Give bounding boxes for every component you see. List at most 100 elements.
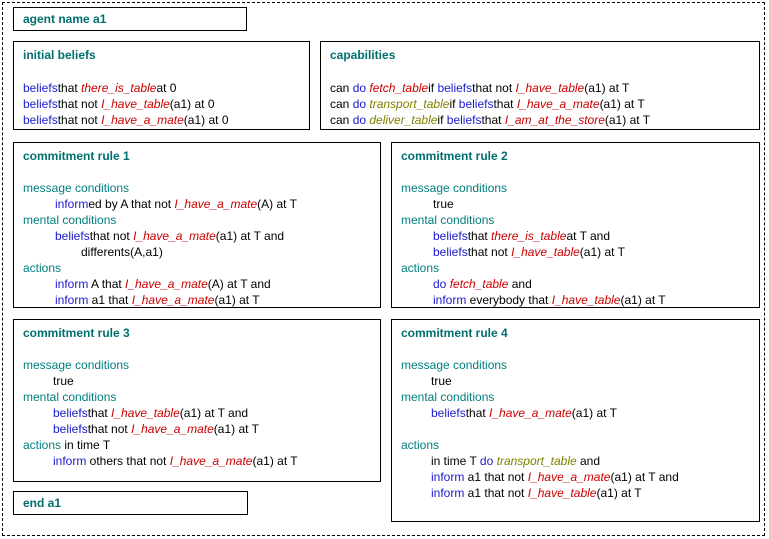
text: that not: [87, 422, 132, 436]
keyword: beliefs: [23, 97, 58, 111]
text: (a1) at T: [599, 97, 645, 111]
keyword: beliefs: [55, 229, 90, 243]
predicate: there_is_table: [491, 229, 567, 243]
section-keyword: message conditions: [23, 181, 130, 195]
commitment-rule-4-title: commitment rule 4: [401, 326, 508, 340]
text: and: [508, 277, 532, 291]
text: a1 that not: [464, 486, 528, 500]
text: if: [449, 97, 459, 111]
text: that: [493, 97, 517, 111]
rule-line: beliefsthat not I_have_table(a1) at T: [433, 244, 625, 260]
rule-line: inform A that I_have_a_mate(A) at T and: [55, 276, 271, 292]
text: (a1) at T: [213, 422, 259, 436]
text: (a1) at 0: [169, 97, 215, 111]
rule-line: inform a1 that not I_have_table(a1) at T: [431, 485, 642, 501]
predicate: I_have_table: [511, 245, 580, 259]
keyword: inform: [431, 470, 465, 484]
text: if: [437, 113, 447, 127]
text: if: [428, 81, 438, 95]
keyword: inform: [55, 277, 89, 291]
keyword: beliefs: [53, 422, 88, 436]
rule-line: beliefsthat there_is_tableat T and: [433, 228, 610, 244]
text: (A) at T and: [207, 277, 271, 291]
rule-line: inform a1 that not I_have_a_mate(a1) at …: [431, 469, 679, 485]
section-keyword: message conditions: [23, 358, 130, 372]
action-name: transport_table: [496, 454, 577, 468]
text: that not: [57, 97, 102, 111]
commitment-rule-3-title: commitment rule 3: [23, 326, 130, 340]
section-keyword: message conditions: [401, 181, 508, 195]
text: (a1) at T and: [215, 229, 285, 243]
predicate: I_am_at_the_store: [504, 113, 605, 127]
rule-line: message conditions: [23, 180, 129, 196]
rule-line: mental conditions: [401, 389, 494, 405]
capabilities-title: capabilities: [330, 48, 396, 62]
keyword: beliefs: [433, 245, 468, 259]
rule-line: mental conditions: [23, 212, 116, 228]
rule-line: informed by A that not I_have_a_mate(A) …: [55, 196, 297, 212]
rule-line: inform others that not I_have_a_mate(a1)…: [53, 453, 298, 469]
predicate: I_have_a_mate: [527, 470, 611, 484]
text: that not: [89, 229, 134, 243]
commitment-rule-2-title: commitment rule 2: [401, 149, 508, 163]
section-keyword: message conditions: [401, 358, 508, 372]
predicate: I_have_a_mate: [125, 277, 208, 291]
predicate: I_have_a_mate: [133, 229, 216, 243]
rule-line: message conditions: [23, 357, 129, 373]
agent-name-label: agent name a1: [23, 12, 107, 26]
keyword: beliefs: [446, 113, 482, 127]
end-agent-box: end a1: [13, 491, 248, 515]
text: a1 that not: [464, 470, 528, 484]
keyword: beliefs: [23, 113, 58, 127]
predicate: I_have_a_mate: [174, 197, 258, 211]
predicate: I_have_table: [101, 97, 170, 111]
keyword: inform: [55, 197, 89, 211]
rule-line: inform everybody that I_have_table(a1) a…: [433, 292, 666, 307]
text: that: [57, 81, 82, 95]
rule-line: do fetch_table and: [433, 276, 532, 292]
keyword: beliefs: [433, 229, 468, 243]
keyword: do: [352, 81, 370, 95]
text: that not: [467, 245, 512, 259]
rule-line: mental conditions: [23, 389, 116, 405]
rule-line: true: [53, 373, 74, 389]
text: ed by A that not: [88, 197, 175, 211]
text: (a1) at T: [596, 486, 642, 500]
text: and: [576, 454, 601, 468]
rule-line: beliefsthat I_have_a_mate(a1) at T: [431, 405, 617, 421]
text: (a1) at T: [214, 293, 260, 307]
section-keyword: actions: [401, 261, 440, 275]
section-keyword: mental conditions: [23, 390, 117, 404]
text: true: [431, 374, 452, 388]
keyword: do: [352, 97, 370, 111]
text: (a1) at 0: [183, 113, 229, 127]
rule-line: actions: [401, 437, 439, 453]
text: that not: [57, 113, 102, 127]
text: that: [467, 229, 492, 243]
predicate: I_have_table: [527, 486, 597, 500]
section-keyword: mental conditions: [401, 213, 495, 227]
text: A that: [88, 277, 126, 291]
agent-name-box: agent name a1: [13, 7, 247, 31]
text: differents(A,a1): [81, 245, 163, 259]
text: (a1) at T and: [179, 406, 249, 420]
predicate: I_have_table: [551, 293, 621, 307]
rule-line: can do fetch_tableif beliefsthat not I_h…: [330, 80, 629, 96]
rule-line: beliefsthat not I_have_a_mate(a1) at T a…: [55, 228, 284, 244]
text: can: [330, 81, 353, 95]
keyword: beliefs: [431, 406, 466, 420]
section-keyword: actions: [401, 438, 440, 452]
predicate: I_have_a_mate: [101, 113, 184, 127]
rule-line: can do transport_tableif beliefsthat I_h…: [330, 96, 645, 112]
keyword: do: [352, 113, 370, 127]
rule-line: actions: [23, 260, 61, 276]
rule-line: differents(A,a1): [81, 244, 163, 260]
rule-line: true: [431, 373, 452, 389]
predicate: I_have_a_mate: [169, 454, 253, 468]
text: (a1) at T: [604, 113, 651, 127]
action-name: deliver_table: [369, 113, 438, 127]
action-name: transport_table: [369, 97, 450, 111]
rule-line: beliefsthat not I_have_table(a1) at 0: [23, 96, 215, 112]
